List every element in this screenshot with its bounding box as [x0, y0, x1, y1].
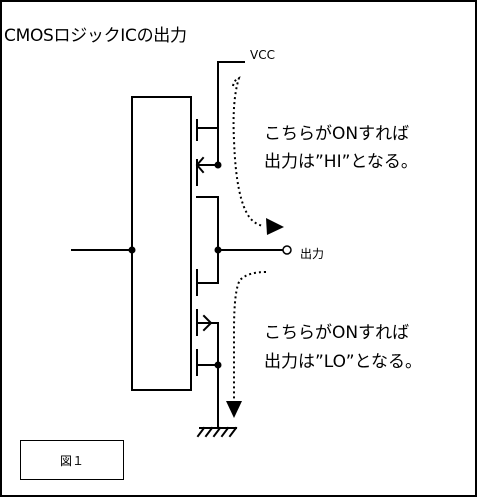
output-junction-dot — [214, 246, 222, 254]
nmos-arrow-icon — [202, 314, 213, 332]
ground-icon-hatch-3 — [212, 426, 222, 438]
lo-current-path — [233, 271, 267, 400]
vcc-label: VCC — [250, 48, 275, 62]
output-label: 出力 — [300, 247, 325, 261]
pmos-source — [196, 109, 219, 129]
ground-icon-hatch-5 — [228, 426, 238, 438]
nmos-note-line2: 出力は”LO”となる。 — [264, 352, 423, 372]
gate-rectangle — [131, 96, 192, 391]
figure-label: 図１ — [20, 440, 124, 480]
pmos-drain — [196, 196, 219, 251]
ground-icon-hatch-4 — [220, 426, 230, 438]
diagram-title: CMOSロジックICの出力 — [4, 26, 187, 46]
nmos-note-line1: こちらがONすれば — [264, 323, 410, 343]
pmos-note-line1: こちらがONすれば — [264, 124, 410, 144]
nmos-junction-dot — [214, 361, 222, 369]
pmos-junction-dot — [214, 161, 222, 169]
input-junction-dot — [128, 246, 136, 254]
hi-current-path — [232, 76, 265, 227]
hi-current-arrowhead-icon — [266, 218, 284, 235]
pmos-note-line2: 出力は”HI”となる。 — [264, 152, 418, 172]
pmos-arrow-icon — [195, 156, 205, 174]
output-terminal — [282, 245, 292, 255]
nmos-source — [196, 364, 219, 429]
ground-icon-hatch-2 — [204, 426, 214, 438]
lo-current-arrowhead-icon — [226, 401, 242, 418]
nmos-drain — [196, 249, 219, 284]
ground-icon-hatch-1 — [196, 426, 206, 438]
